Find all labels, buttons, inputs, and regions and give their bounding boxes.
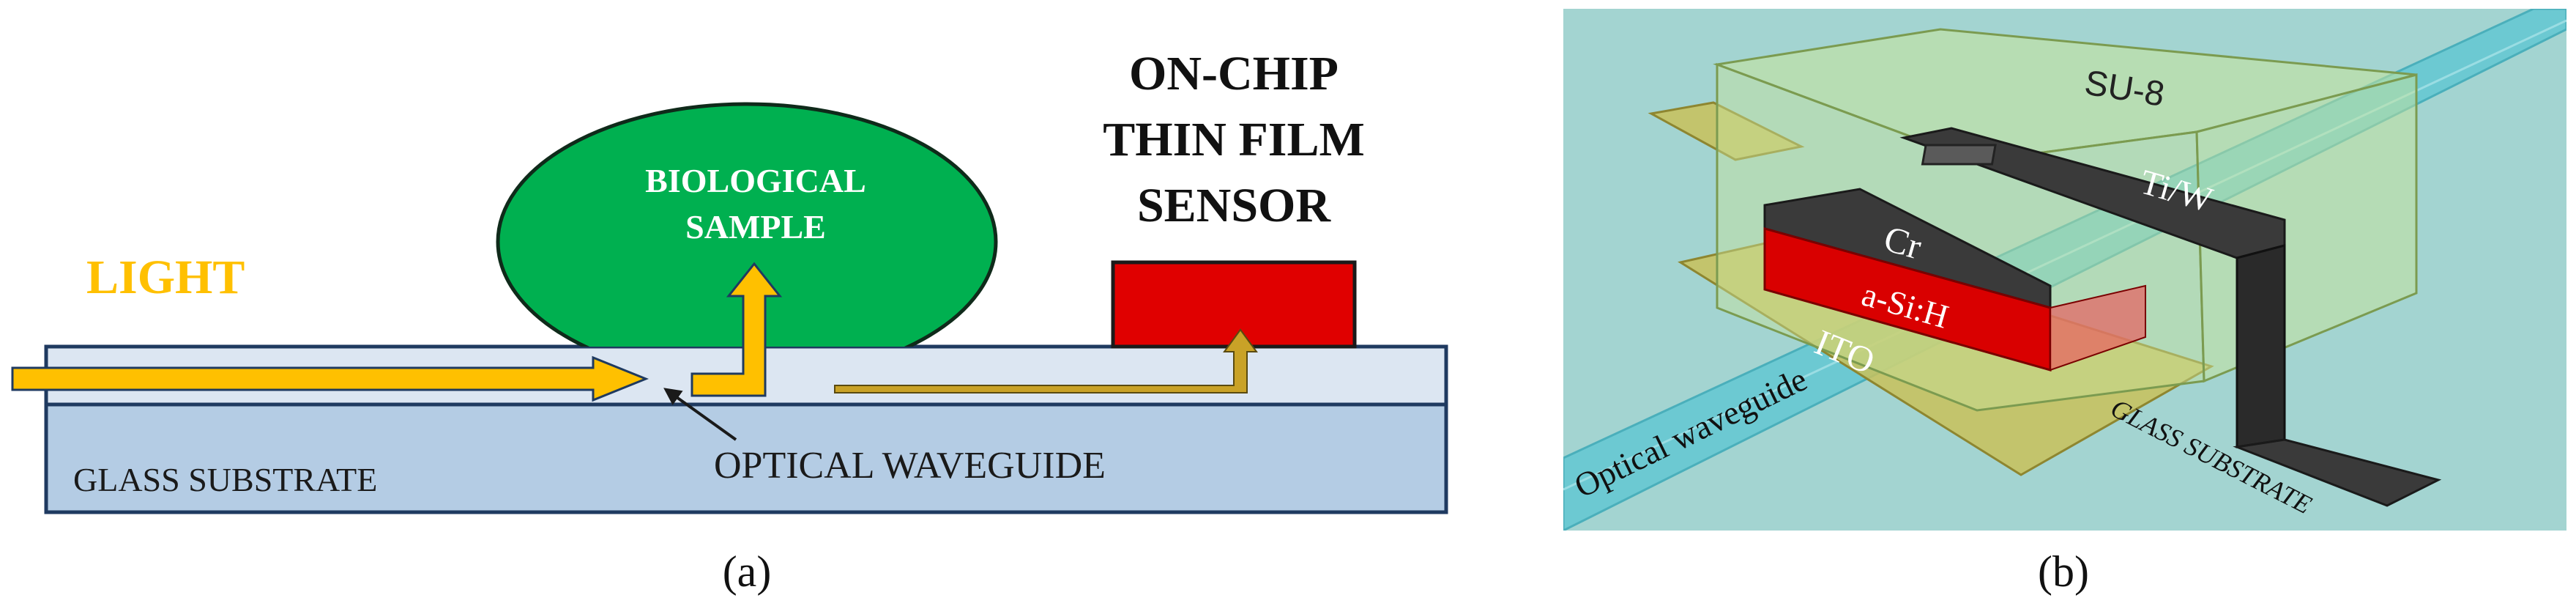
tiw-electrode-top: [1899, 127, 2286, 259]
light-label: LIGHT: [86, 251, 245, 304]
caption-b: (b): [2038, 547, 2089, 596]
light-input-arrow: [11, 355, 649, 402]
cr-layer: [1763, 188, 2052, 309]
sensor-label-line3: SENSOR: [1137, 179, 1331, 232]
sample-label-line1: BIOLOGICAL: [645, 162, 866, 199]
glass-substrate: [44, 402, 1448, 514]
tiw-window: [1921, 144, 1997, 166]
panel-a: LIGHT BIOLOGICAL SAMPLE ON-CHIP THIN FIL…: [11, 47, 1448, 596]
sensor-label-line1: ON-CHIP: [1129, 47, 1339, 100]
substrate-label: GLASS SUBSTRATE: [73, 461, 377, 498]
biological-sample: [496, 102, 998, 347]
scattered-light-arrow: [690, 262, 783, 397]
sensor-label-line2: THIN FILM: [1103, 113, 1365, 166]
guided-light-arrow: [834, 328, 1258, 393]
tiw-electrode-foot: [2233, 438, 2442, 507]
caption-a: (a): [723, 547, 772, 596]
panel-b: SU-8 Ti/W Cr a-Si:H ITO Optical waveguid…: [1563, 9, 2566, 596]
waveguide-label: OPTICAL WAVEGUIDE: [714, 445, 1106, 487]
waveguide-pointer: [663, 388, 737, 441]
sample-label-line2: SAMPLE: [685, 208, 826, 245]
ito-tab: [1648, 101, 1805, 161]
tiw-electrode-vertical: [2236, 244, 2286, 448]
asih-side: [2050, 284, 2146, 372]
thin-film-sensor: [1111, 260, 1357, 349]
